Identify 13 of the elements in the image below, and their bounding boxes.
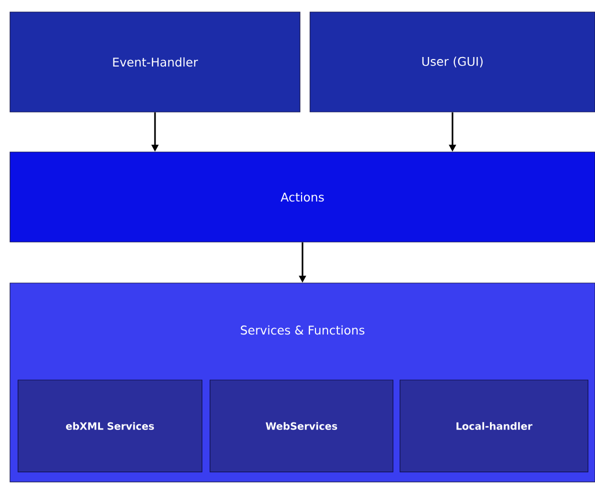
layer-box <box>10 12 300 112</box>
box-label: WebServices <box>266 422 338 430</box>
box-label: User (GUI) <box>422 56 483 68</box>
layer-box <box>10 152 595 242</box>
box-label: Services & Functions <box>240 325 364 335</box>
box-label: Local-handler <box>456 422 532 430</box>
service-box <box>18 380 202 472</box>
box-label: Event-Handler <box>113 57 198 67</box>
box-label: Actions <box>280 192 324 202</box>
layer-box <box>310 12 595 112</box>
service-box <box>400 380 588 472</box>
service-box <box>210 380 394 472</box>
box-label: ebXML Services <box>66 422 154 430</box>
